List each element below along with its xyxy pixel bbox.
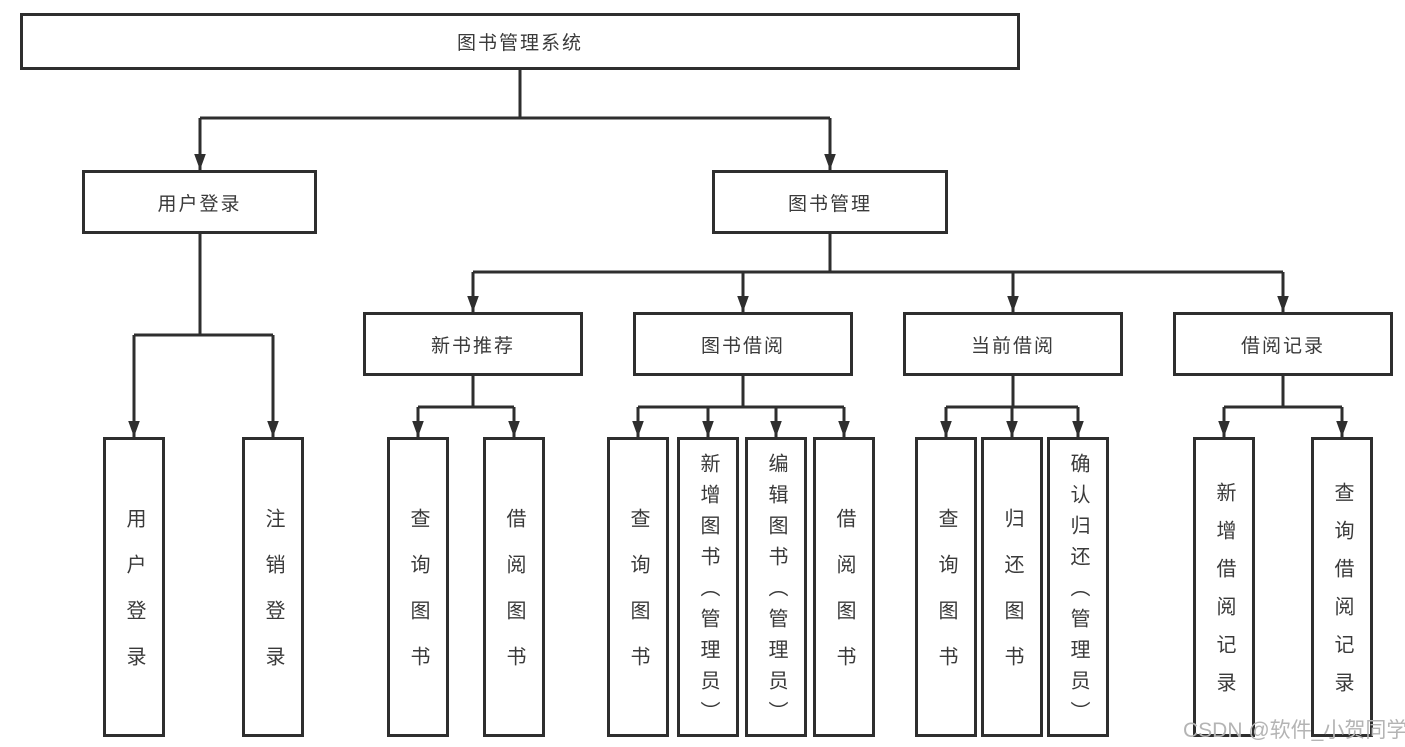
leaf-edit-books-admin: 编辑图书（管理员）	[745, 437, 807, 737]
leaf-label: 确认归还（管理员）	[1067, 453, 1089, 732]
node-label: 新书推荐	[430, 335, 515, 357]
node-user-login: 用户登录	[82, 170, 317, 234]
connector-book-management-to-level3	[467, 234, 1289, 312]
node-label: 图书借阅	[700, 335, 785, 357]
node-current-borrow: 当前借阅	[903, 312, 1123, 376]
connector-root-to-level2	[194, 70, 836, 170]
leaf-label: 新增借阅记录	[1213, 482, 1235, 710]
leaf-label: 编辑图书（管理员）	[765, 453, 787, 732]
node-book-borrow: 图书借阅	[633, 312, 853, 376]
watermark: CSDN @软件_小贺同学	[1183, 719, 1405, 742]
node-library-management-system: 图书管理系统	[20, 13, 1020, 70]
node-label: 用户登录	[157, 193, 242, 215]
connector-book-borrow-to-leaves	[632, 376, 850, 437]
leaf-label: 查询图书	[407, 508, 429, 692]
leaf-label: 借阅图书	[833, 508, 855, 692]
leaf-label: 查询图书	[627, 508, 649, 692]
connector-user-login-to-leaves	[128, 234, 279, 437]
connector-current-borrow-to-leaves	[940, 376, 1084, 437]
leaf-logout: 注销登录	[242, 437, 304, 737]
leaf-label: 借阅图书	[503, 508, 525, 692]
connector-new-book-to-leaves	[412, 376, 520, 437]
node-label: 图书管理系统	[456, 33, 583, 54]
leaf-label: 注销登录	[262, 508, 284, 692]
node-new-book-recommend: 新书推荐	[363, 312, 583, 376]
leaf-label: 查询借阅记录	[1331, 482, 1353, 710]
leaf-borrow-books-2: 借阅图书	[813, 437, 875, 737]
leaf-query-books: 查询图书	[387, 437, 449, 737]
leaf-label: 用户登录	[123, 508, 145, 692]
node-label: 借阅记录	[1240, 335, 1325, 357]
node-label: 图书管理	[787, 193, 872, 215]
leaf-label: 归还图书	[1001, 508, 1023, 692]
leaf-label: 新增图书（管理员）	[697, 453, 719, 732]
node-label: 当前借阅	[970, 335, 1055, 357]
node-book-management: 图书管理	[712, 170, 948, 234]
leaf-confirm-return-admin: 确认归还（管理员）	[1047, 437, 1109, 737]
leaf-query-borrow-record: 查询借阅记录	[1311, 437, 1373, 737]
leaf-query-books-current: 查询图书	[915, 437, 977, 737]
leaf-user-login: 用户登录	[103, 437, 165, 737]
leaf-return-books: 归还图书	[981, 437, 1043, 737]
connector-borrow-record-to-leaves	[1218, 376, 1348, 437]
leaf-add-borrow-record: 新增借阅记录	[1193, 437, 1255, 737]
leaf-borrow-books: 借阅图书	[483, 437, 545, 737]
leaf-query-books-borrow: 查询图书	[607, 437, 669, 737]
leaf-label: 查询图书	[935, 508, 957, 692]
leaf-add-books-admin: 新增图书（管理员）	[677, 437, 739, 737]
node-borrow-record: 借阅记录	[1173, 312, 1393, 376]
